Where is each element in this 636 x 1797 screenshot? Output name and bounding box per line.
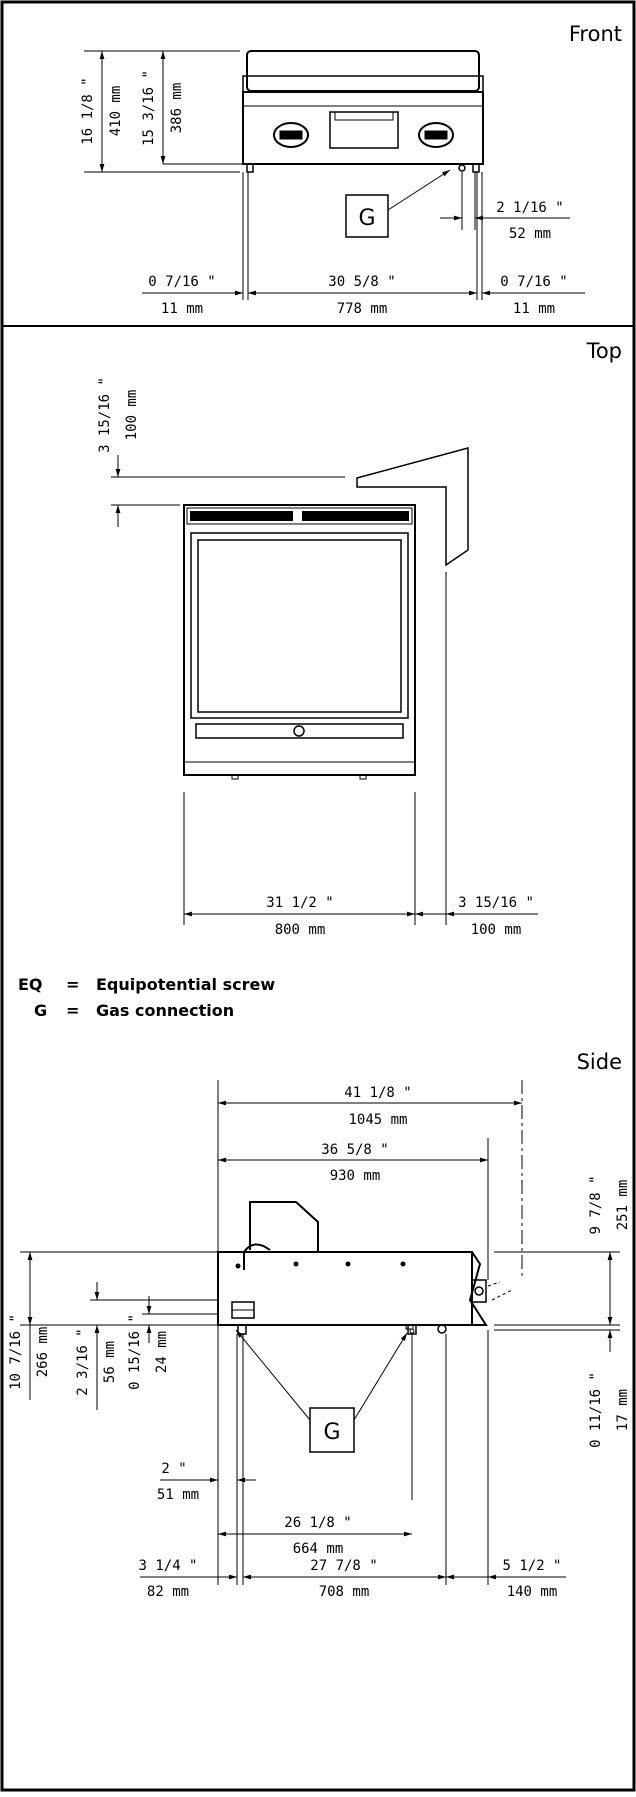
front-offset-in: 2 1/16 " [496,200,563,216]
legend-g-equals: = [66,1001,79,1020]
side-depth-mm: 930 mm [330,1168,381,1184]
top-gas-pipe [356,447,469,567]
top-width-dimension [183,572,538,925]
front-height2-in: 15 3/16 " [141,70,157,146]
front-griddle-drawing [242,50,484,173]
front-gas-callout [345,169,451,238]
top-griddle-drawing [183,504,416,780]
side-griddle-drawing [217,1201,513,1335]
side-bottom-dimensions [140,1325,566,1585]
side-e-mm: 140 mm [507,1584,558,1600]
side-h2-mm: 56 mm [102,1341,118,1383]
front-width-in: 30 5/8 " [328,274,395,290]
side-gas-label: G [323,1420,340,1445]
side-h-in: 10 7/16 " [8,1314,24,1390]
top-width-mm: 800 mm [275,922,326,938]
side-overall-dimension [217,1080,523,1280]
top-side-in: 3 15/16 " [458,895,534,911]
side-foot-in: 0 11/16 " [588,1372,604,1448]
legend-g-text: Gas connection [96,1001,234,1020]
side-depth-in: 36 5/8 " [321,1142,388,1158]
top-view-label: Top [586,339,622,363]
side-e-in: 5 1/2 " [502,1558,561,1574]
side-view-label: Side [577,1050,622,1074]
side-d-mm: 708 mm [319,1584,370,1600]
legend-eq-text: Equipotential screw [96,975,275,994]
top-depth-dimension [111,455,345,527]
side-b-in: 26 1/8 " [284,1515,351,1531]
front-offset-mm: 52 mm [509,226,551,242]
front-right-in: 0 7/16 " [500,274,567,290]
side-foot-mm: 17 mm [615,1389,631,1431]
front-width-dimension [142,172,585,300]
legend-eq-code: EQ [18,975,43,994]
side-c-in: 3 1/4 " [138,1558,197,1574]
side-overall-mm: 1045 mm [348,1112,407,1128]
side-gas-callout [235,1329,408,1453]
top-depth-mm: 100 mm [124,390,140,441]
legend: EQ = Equipotential screw G = Gas connect… [18,975,275,1020]
side-h3-mm: 24 mm [154,1331,170,1373]
front-height-in: 16 1/8 " [80,77,96,144]
side-h2-in: 2 3/16 " [75,1328,91,1395]
front-gas-label: G [358,206,375,231]
side-d-in: 27 7/8 " [310,1558,377,1574]
legend-g-code: G [34,1001,47,1020]
side-b-mm: 664 mm [293,1541,344,1557]
front-view-label: Front [569,22,622,46]
front-offset-dimension [440,172,570,230]
legend-eq-equals: = [66,975,79,994]
front-height2-mm: 386 mm [169,83,185,134]
side-h-mm: 266 mm [35,1327,51,1378]
side-c-mm: 82 mm [147,1584,189,1600]
side-top-mm: 251 mm [615,1180,631,1231]
front-left-mm: 11 mm [161,301,203,317]
side-a-mm: 51 mm [157,1487,199,1503]
top-depth-in: 3 15/16 " [97,377,113,453]
knob-left [273,122,309,148]
side-left-dimensions [20,1251,218,1410]
front-left-in: 0 7/16 " [148,274,215,290]
side-overall-in: 41 1/8 " [344,1085,411,1101]
side-a-in: 2 " [161,1461,186,1477]
front-width-mm: 778 mm [337,301,388,317]
side-top-in: 9 7/8 " [588,1175,604,1234]
front-height-mm: 410 mm [108,86,124,137]
front-right-mm: 11 mm [513,301,555,317]
top-side-mm: 100 mm [471,922,522,938]
side-right-dimensions [494,1251,620,1352]
side-h3-in: 0 15/16 " [127,1314,143,1390]
top-width-in: 31 1/2 " [266,895,333,911]
front-height-dimension [84,50,243,173]
knob-right [418,122,454,148]
